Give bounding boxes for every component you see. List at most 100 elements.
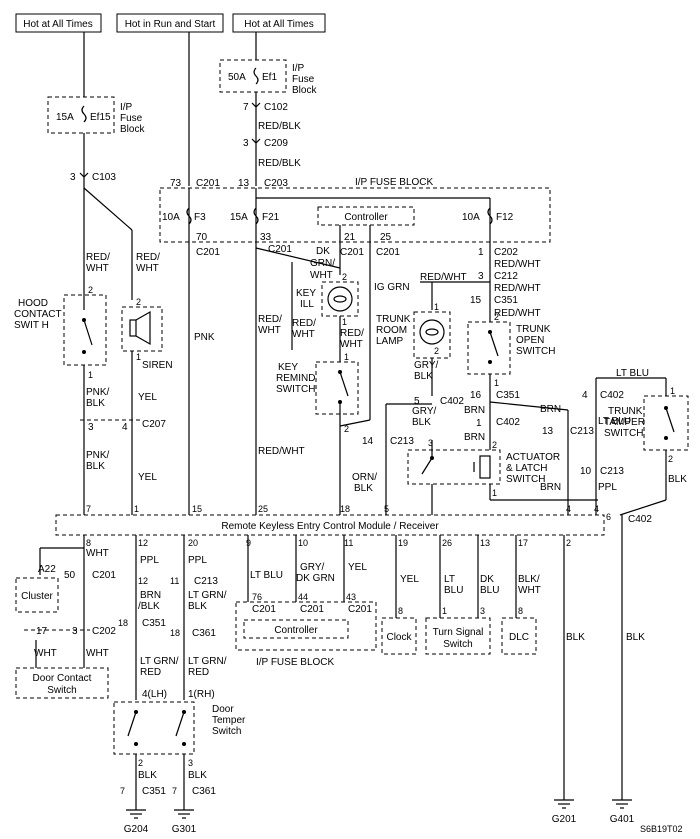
svg-text:17: 17 [36, 626, 48, 637]
svg-text:3: 3 [188, 758, 193, 768]
svg-text:SWIT H: SWIT H [14, 320, 49, 331]
svg-text:RED/WHT: RED/WHT [494, 308, 541, 319]
svg-text:RED/: RED/ [292, 318, 316, 329]
svg-text:C102: C102 [264, 102, 288, 113]
svg-text:15: 15 [470, 295, 482, 306]
svg-text:LT GRN/: LT GRN/ [188, 656, 227, 667]
svg-text:Door Contact: Door Contact [33, 673, 92, 684]
svg-text:SWITCH: SWITCH [276, 384, 315, 395]
svg-text:F21: F21 [262, 212, 280, 223]
svg-text:20: 20 [188, 538, 198, 548]
svg-text:25: 25 [380, 232, 392, 243]
svg-text:Turn Signal: Turn Signal [433, 627, 484, 638]
ip-fuse-block-bottom: 76 44 43 C201 C201 C201 Controller I/P F… [235, 592, 377, 668]
header-hot-at-all-times-2: Hot at All Times [232, 13, 326, 33]
svg-text:WHT: WHT [258, 325, 281, 336]
svg-text:11: 11 [344, 538, 353, 548]
svg-text:WHT: WHT [340, 339, 363, 350]
svg-text:21: 21 [344, 232, 356, 243]
svg-text:3: 3 [243, 138, 249, 149]
svg-text:C201: C201 [300, 604, 324, 615]
svg-text:LAMP: LAMP [376, 336, 404, 347]
svg-text:2: 2 [434, 346, 439, 356]
svg-text:Fuse: Fuse [120, 113, 143, 124]
svg-text:1: 1 [134, 504, 139, 514]
ip-fuse-block-top: I/P FUSE BLOCK 73 C201 13 C203 10A F3 15… [159, 177, 551, 243]
svg-text:WHT: WHT [86, 263, 109, 274]
key-remind-switch: KEY REMIND SWITCH 1 2 [276, 350, 359, 434]
svg-text:Hot at All Times: Hot at All Times [23, 19, 92, 30]
svg-text:LT BLU: LT BLU [598, 416, 631, 427]
svg-text:C202: C202 [494, 247, 518, 258]
svg-text:Temper: Temper [212, 715, 246, 726]
svg-text:G204: G204 [124, 824, 149, 835]
svg-text:RED: RED [140, 667, 161, 678]
header-hot-at-all-times-1: Hot at All Times [15, 13, 102, 33]
svg-text:BLK: BLK [354, 483, 373, 494]
svg-text:GRY/: GRY/ [414, 360, 438, 371]
svg-text:7: 7 [172, 786, 177, 796]
svg-text:C351: C351 [142, 786, 166, 797]
svg-text:RED/WHT: RED/WHT [494, 259, 541, 270]
svg-text:BRN: BRN [464, 432, 485, 443]
svg-text:1: 1 [476, 418, 482, 429]
svg-text:WHT: WHT [310, 270, 333, 281]
svg-text:IG GRN: IG GRN [374, 282, 410, 293]
svg-text:1: 1 [136, 352, 141, 362]
figure-id: S6B19T02 [640, 824, 683, 834]
svg-text:C103: C103 [92, 172, 116, 183]
svg-text:33: 33 [260, 232, 272, 243]
svg-text:1: 1 [492, 488, 497, 498]
svg-text:3: 3 [480, 606, 485, 616]
svg-text:TRUNK: TRUNK [516, 324, 551, 335]
svg-text:RED/WHT: RED/WHT [258, 446, 305, 457]
svg-text:C402: C402 [496, 417, 520, 428]
svg-text:WHT: WHT [86, 648, 109, 659]
svg-text:C351: C351 [142, 618, 166, 629]
svg-text:DK GRN: DK GRN [296, 573, 335, 584]
fuse-ef1: 50A Ef1 [219, 59, 287, 93]
svg-text:BLK: BLK [86, 398, 105, 409]
svg-text:14: 14 [362, 436, 374, 447]
svg-text:C201: C201 [92, 570, 116, 581]
svg-text:G401: G401 [610, 814, 635, 825]
svg-text:18: 18 [170, 628, 180, 638]
fuse-ef15: 15A Ef15 [47, 96, 115, 134]
svg-text:LT BLU: LT BLU [250, 570, 283, 581]
svg-text:I/P: I/P [120, 102, 133, 113]
trunk-room-lamp: TRUNK ROOM LAMP 1 2 [376, 302, 451, 359]
svg-text:17: 17 [518, 538, 528, 548]
trunk-open-switch: TRUNK OPEN SWITCH 2 1 [467, 312, 555, 388]
svg-text:4(LH): 4(LH) [142, 689, 167, 700]
svg-text:BLK: BLK [566, 632, 585, 643]
svg-text:C351: C351 [494, 295, 518, 306]
svg-text:43: 43 [346, 592, 356, 602]
svg-text:7: 7 [243, 102, 249, 113]
svg-text:BLK: BLK [414, 371, 433, 382]
svg-text:C201: C201 [376, 247, 400, 258]
svg-text:2: 2 [566, 538, 571, 548]
actuator-latch-switch: ACTUATOR & LATCH SWITCH 3 2 1 [407, 438, 560, 498]
svg-text:13: 13 [542, 426, 554, 437]
svg-text:3: 3 [478, 271, 484, 282]
svg-text:WHT: WHT [518, 585, 541, 596]
svg-text:KEY: KEY [296, 288, 316, 299]
svg-text:3: 3 [428, 438, 433, 448]
svg-text:C207: C207 [142, 419, 166, 430]
svg-text:BRN: BRN [540, 482, 561, 493]
svg-text:BLK: BLK [188, 770, 207, 781]
ground-g204: G204 [124, 809, 149, 835]
svg-text:3: 3 [70, 172, 76, 183]
svg-text:Block: Block [120, 124, 145, 135]
svg-text:HOOD: HOOD [18, 298, 48, 309]
svg-text:C212: C212 [494, 271, 518, 282]
svg-text:C201: C201 [196, 178, 220, 189]
svg-text:GRY/: GRY/ [300, 562, 324, 573]
svg-text:19: 19 [398, 538, 408, 548]
svg-text:DK: DK [480, 574, 494, 585]
svg-text:Controller: Controller [274, 625, 318, 636]
clock-box: Clock [381, 617, 417, 655]
door-contact-switch: Door Contact Switch [15, 667, 109, 699]
svg-text:YEL: YEL [138, 392, 157, 403]
svg-text:Door: Door [212, 704, 234, 715]
